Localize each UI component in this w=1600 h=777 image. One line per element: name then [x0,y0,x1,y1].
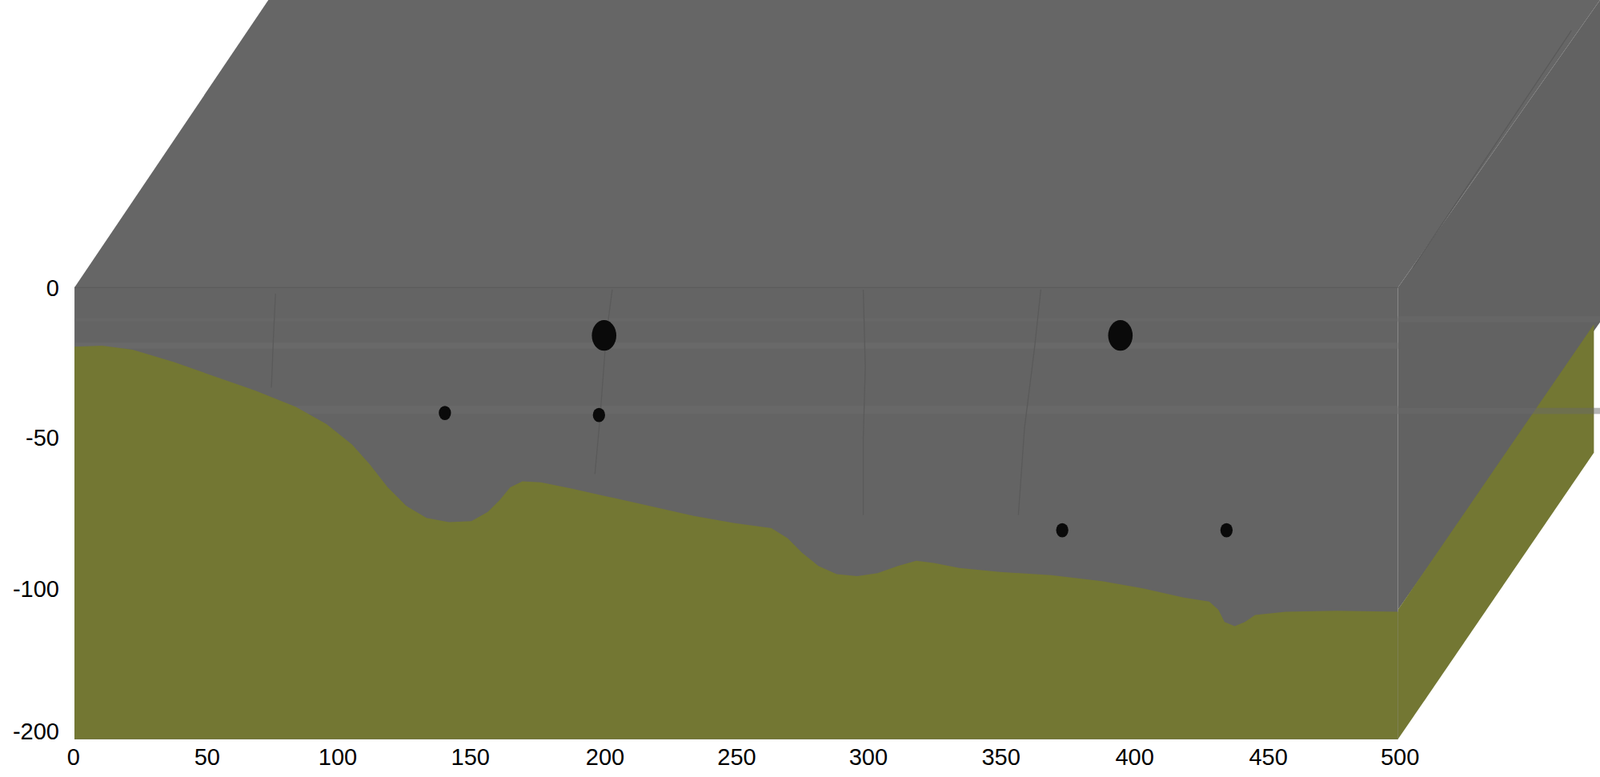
small-object [593,408,606,423]
right-face-seabed [1398,324,1595,740]
large-object [1108,320,1134,351]
small-object [1220,523,1233,538]
x-axis-tick-label: 150 [451,745,490,770]
y-axis-tick-label: -50 [25,426,60,450]
large-object [591,320,617,351]
front-face-water [74,287,1399,740]
water-streak [1398,408,1600,415]
x-axis-tick-label: 200 [585,745,625,770]
water-streak [1398,316,1600,323]
seabed [74,345,1399,740]
small-object [1055,523,1068,538]
y-axis-tick-label: -200 [12,720,60,744]
mooring-line [1018,289,1041,516]
y-axis-tick-label: -100 [12,577,60,602]
block-edge [74,287,1399,289]
x-axis-tick-label: 250 [717,745,756,770]
mooring-line [594,289,613,475]
x-axis-tick-label: 300 [849,745,888,770]
x-axis-tick-label: 350 [981,745,1020,770]
faint-edge [1413,30,1572,268]
x-axis-tick-label: 500 [1380,745,1420,770]
mooring-line [863,289,867,516]
water-streak [74,318,1399,322]
x-axis-tick-label: 450 [1248,745,1288,770]
mooring-line [271,293,276,388]
top-face [74,0,1600,288]
x-axis-tick-label: 50 [194,745,221,770]
y-axis-tick-label: 0 [46,276,60,301]
x-axis-tick-label: 0 [67,745,81,770]
small-object [438,405,451,421]
x-axis-tick-label: 400 [1114,745,1154,770]
x-axis-tick-label: 100 [318,745,357,770]
